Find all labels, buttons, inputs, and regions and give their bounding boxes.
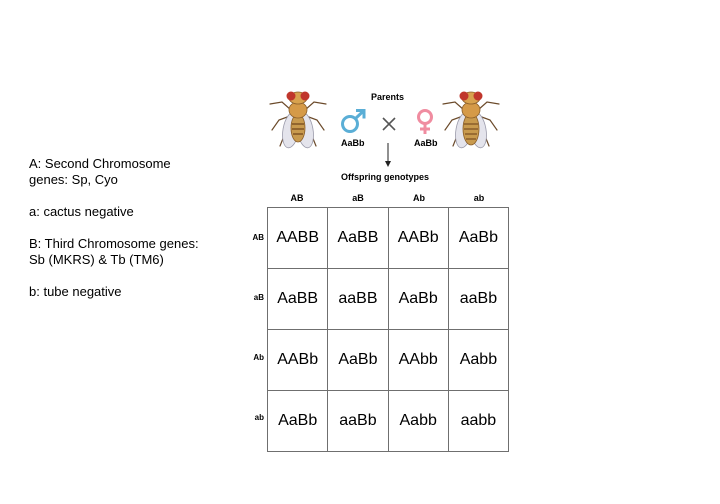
genotype-cell: aaBB — [327, 268, 389, 330]
genotype-cell: AaBb — [266, 390, 329, 452]
genotype-cell: aabb — [447, 390, 510, 452]
female-genotype: AaBb — [414, 138, 438, 148]
column-header: AB — [290, 193, 304, 203]
male-genotype: AaBb — [341, 138, 365, 148]
punnett-square: AABB AaBB AABb AaBb AaBB aaBB AaBb aaBb … — [266, 207, 510, 452]
punnett-row: AaBb aaBb Aabb aabb — [266, 390, 510, 452]
genotype-cell: AABb — [266, 329, 329, 391]
genotype-cell: AaBb — [387, 268, 449, 330]
genotype-cell: Aabb — [447, 329, 510, 391]
arrow-down-icon — [385, 143, 391, 167]
column-header: aB — [352, 193, 364, 203]
punnett-row: AABb AaBb AAbb Aabb — [266, 329, 510, 391]
genotype-cell: AAbb — [387, 329, 449, 391]
legend-A: A: Second Chromosome genes: Sp, Cyo — [29, 156, 171, 187]
row-header: ab — [254, 413, 264, 422]
parents-title: Parents — [371, 92, 405, 102]
legend-b: b: tube negative — [29, 284, 122, 299]
row-header: AB — [252, 233, 264, 242]
legend-a: a: cactus negative — [29, 204, 134, 219]
genotype-cell: AaBB — [327, 207, 389, 269]
genotype-cell: AABB — [266, 207, 329, 269]
column-header: ab — [473, 193, 485, 203]
punnett-row: AABB AaBB AABb AaBb — [266, 207, 510, 269]
punnett-row: AaBB aaBB AaBb aaBb — [266, 268, 510, 330]
offspring-title: Offspring genotypes — [341, 172, 430, 182]
fruit-fly-icon — [269, 91, 327, 149]
column-header: Ab — [413, 193, 425, 203]
genotype-cell: AABb — [387, 207, 449, 269]
fruit-fly-icon — [442, 91, 500, 149]
row-header: aB — [253, 293, 264, 302]
male-symbol-icon — [341, 109, 366, 133]
genotype-cell: AaBb — [447, 207, 510, 269]
genotype-cell: aaBb — [327, 390, 389, 452]
genotype-cell: AaBB — [266, 268, 329, 330]
allele-legend: A: Second Chromosome genes: Sp, Cyo a: c… — [29, 156, 209, 316]
genotype-cell: AaBb — [327, 329, 389, 391]
cross-icon — [382, 117, 396, 131]
genotype-cell: aaBb — [447, 268, 510, 330]
female-symbol-icon — [417, 109, 433, 134]
legend-B: B: Third Chromosome genes: Sb (MKRS) & T… — [29, 236, 199, 267]
genotype-cell: Aabb — [387, 390, 449, 452]
row-header: Ab — [253, 353, 264, 362]
